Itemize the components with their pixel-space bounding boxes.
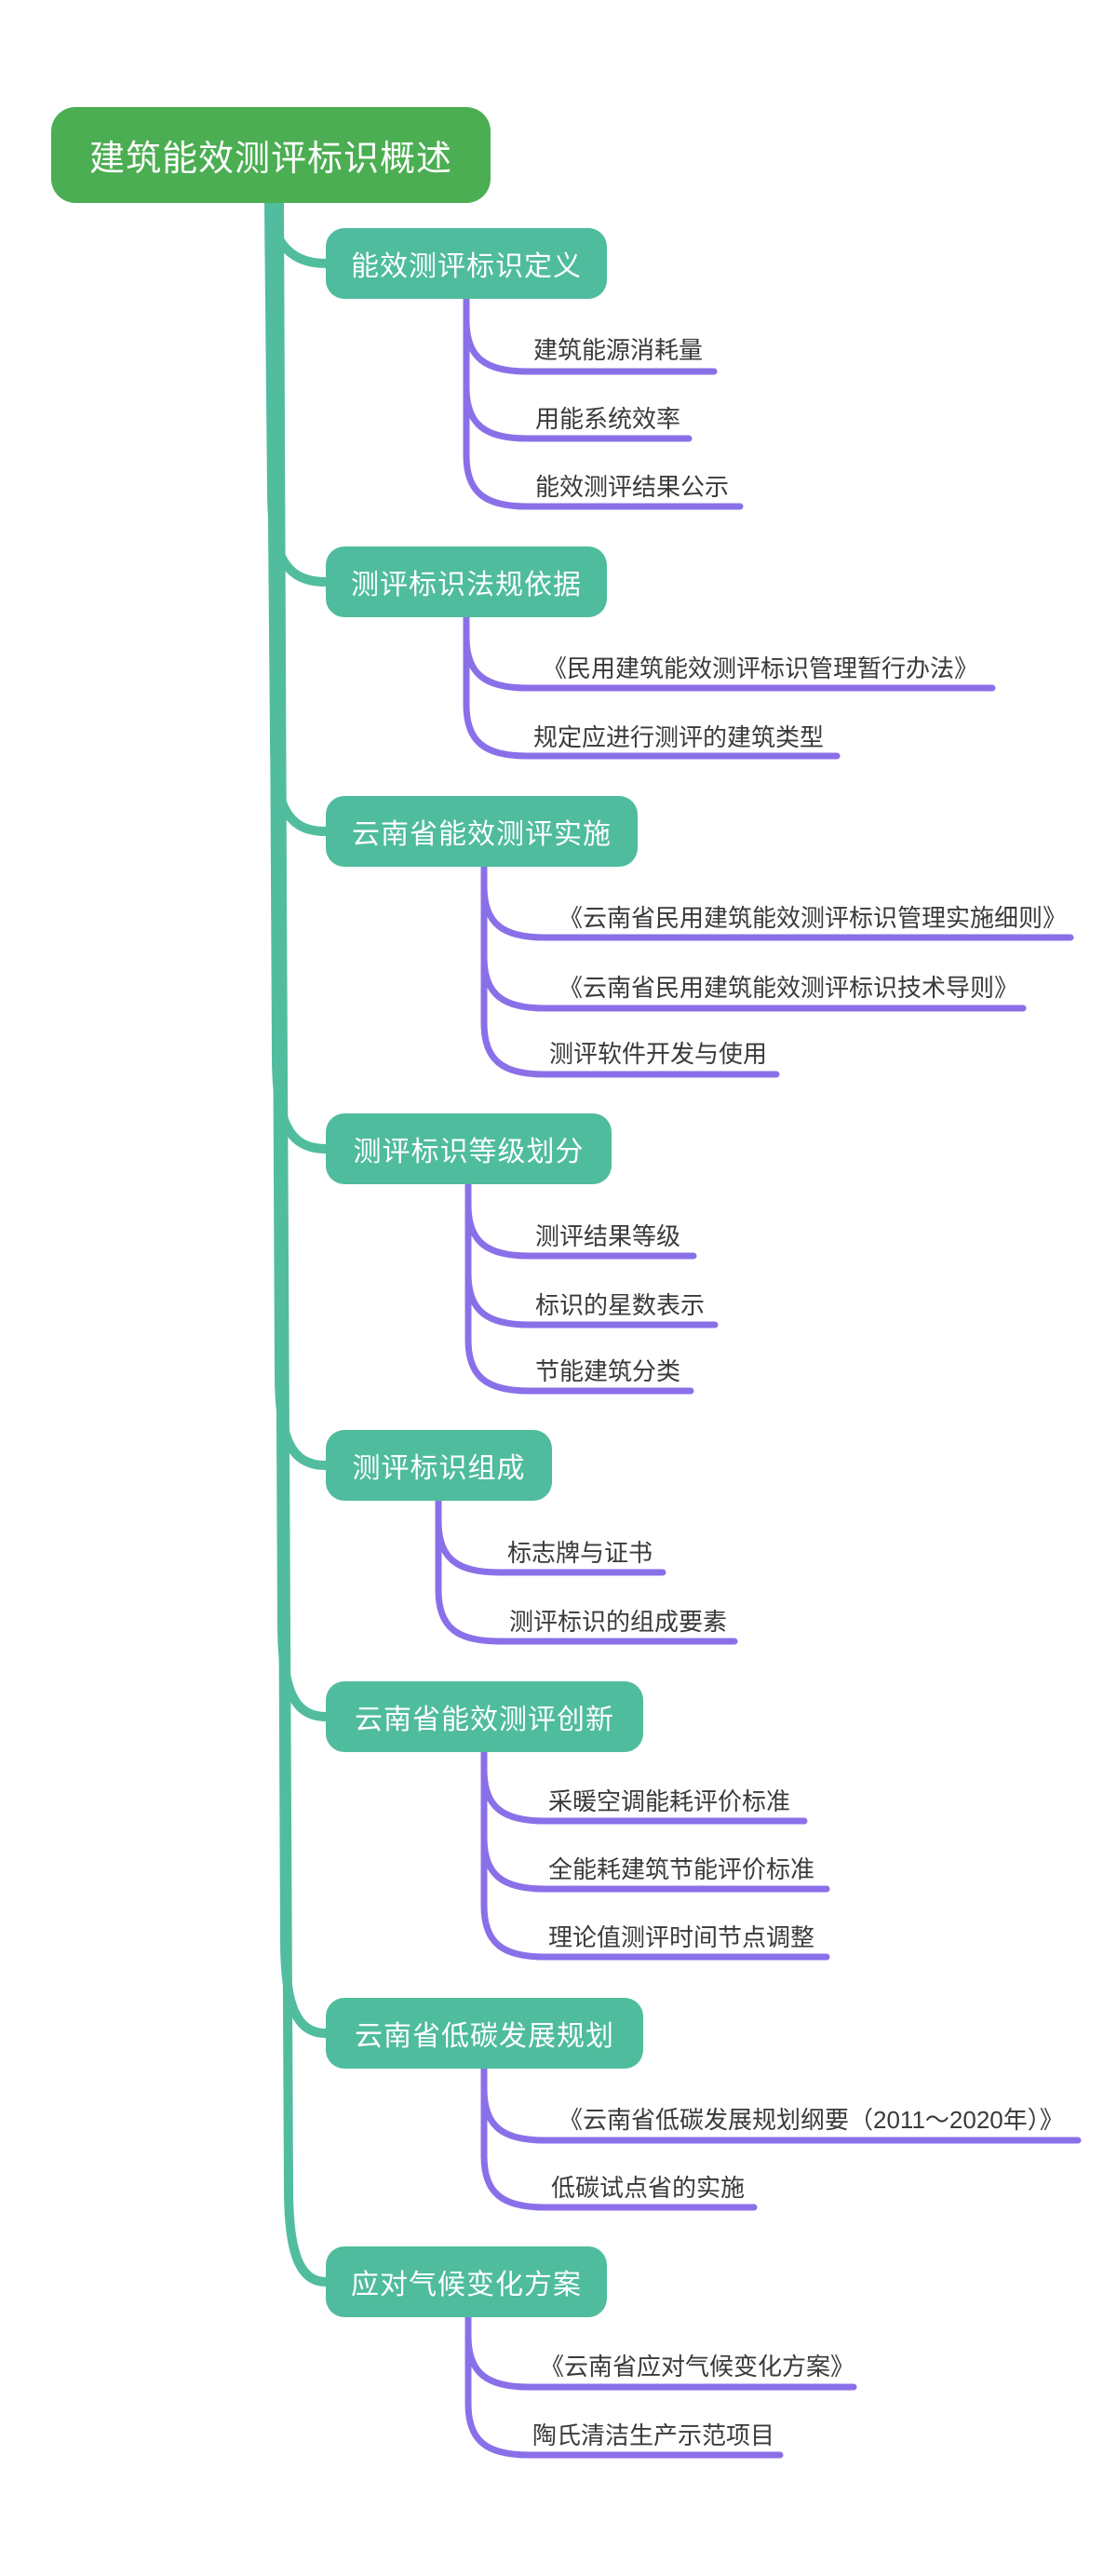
leaf-node-1-3[interactable]: 能效测评结果公示 (535, 473, 730, 501)
leaf-connector-1-3 (463, 295, 744, 510)
leaf-node-2-2[interactable]: 规定应进行测评的建筑类型 (533, 723, 825, 751)
branch-node-1[interactable]: 能效测评标识定义 (326, 228, 607, 299)
branch-node-3[interactable]: 云南省能效测评实施 (326, 796, 638, 867)
leaf-node-8-2[interactable]: 陶氏清洁生产示范项目 (532, 2421, 775, 2449)
leaf-connector-7-2 (480, 2065, 758, 2211)
leaf-node-1-1[interactable]: 建筑能源消耗量 (533, 336, 704, 364)
leaf-connector-5-2 (435, 1497, 738, 1645)
leaf-node-6-3[interactable]: 理论值测评时间节点调整 (548, 1923, 815, 1951)
leaf-node-3-3[interactable]: 测评软件开发与使用 (549, 1040, 768, 1068)
leaf-connector-8-2 (464, 2313, 784, 2459)
leaf-node-5-2[interactable]: 测评标识的组成要素 (509, 1608, 728, 1636)
leaf-node-3-2[interactable]: 《云南省民用建筑能效测评标识技术导则》 (558, 974, 1019, 1002)
leaf-node-8-1[interactable]: 《云南省应对气候变化方案》 (540, 2353, 855, 2380)
leaf-connector-3-3 (480, 863, 780, 1078)
leaf-node-5-1[interactable]: 标志牌与证书 (507, 1539, 653, 1567)
leaf-node-7-1[interactable]: 《云南省低碳发展规划纲要（2011～2020年）》 (558, 2106, 1064, 2134)
leaf-connector-6-3 (480, 1748, 830, 1961)
branch-node-8[interactable]: 应对气候变化方案 (326, 2246, 607, 2317)
leaf-node-3-1[interactable]: 《云南省民用建筑能效测评标识管理实施细则》 (558, 904, 1068, 932)
leaf-node-2-1[interactable]: 《民用建筑能效测评标识管理暂行办法》 (543, 654, 979, 682)
leaf-node-4-1[interactable]: 测评结果等级 (535, 1222, 681, 1250)
branch-node-2[interactable]: 测评标识法规依据 (326, 546, 607, 617)
branch-node-6[interactable]: 云南省能效测评创新 (326, 1681, 643, 1752)
leaf-node-7-2[interactable]: 低碳试点省的实施 (551, 2174, 746, 2202)
branch-connector-8 (275, 196, 330, 2286)
branch-node-4[interactable]: 测评标识等级划分 (326, 1113, 612, 1184)
leaf-node-1-2[interactable]: 用能系统效率 (535, 405, 681, 433)
leaf-node-6-1[interactable]: 采暖空调能耗评价标准 (548, 1787, 791, 1815)
branch-node-5[interactable]: 测评标识组成 (326, 1430, 552, 1501)
leaf-connector-4-3 (464, 1180, 694, 1395)
branch-node-7[interactable]: 云南省低碳发展规划 (326, 1998, 643, 2069)
leaf-node-4-3[interactable]: 节能建筑分类 (535, 1357, 681, 1385)
leaf-connector-2-2 (463, 614, 841, 760)
root-node[interactable]: 建筑能效测评标识概述 (51, 107, 491, 203)
leaf-node-4-2[interactable]: 标识的星数表示 (535, 1291, 706, 1319)
leaf-node-6-2[interactable]: 全能耗建筑节能评价标准 (548, 1855, 815, 1883)
